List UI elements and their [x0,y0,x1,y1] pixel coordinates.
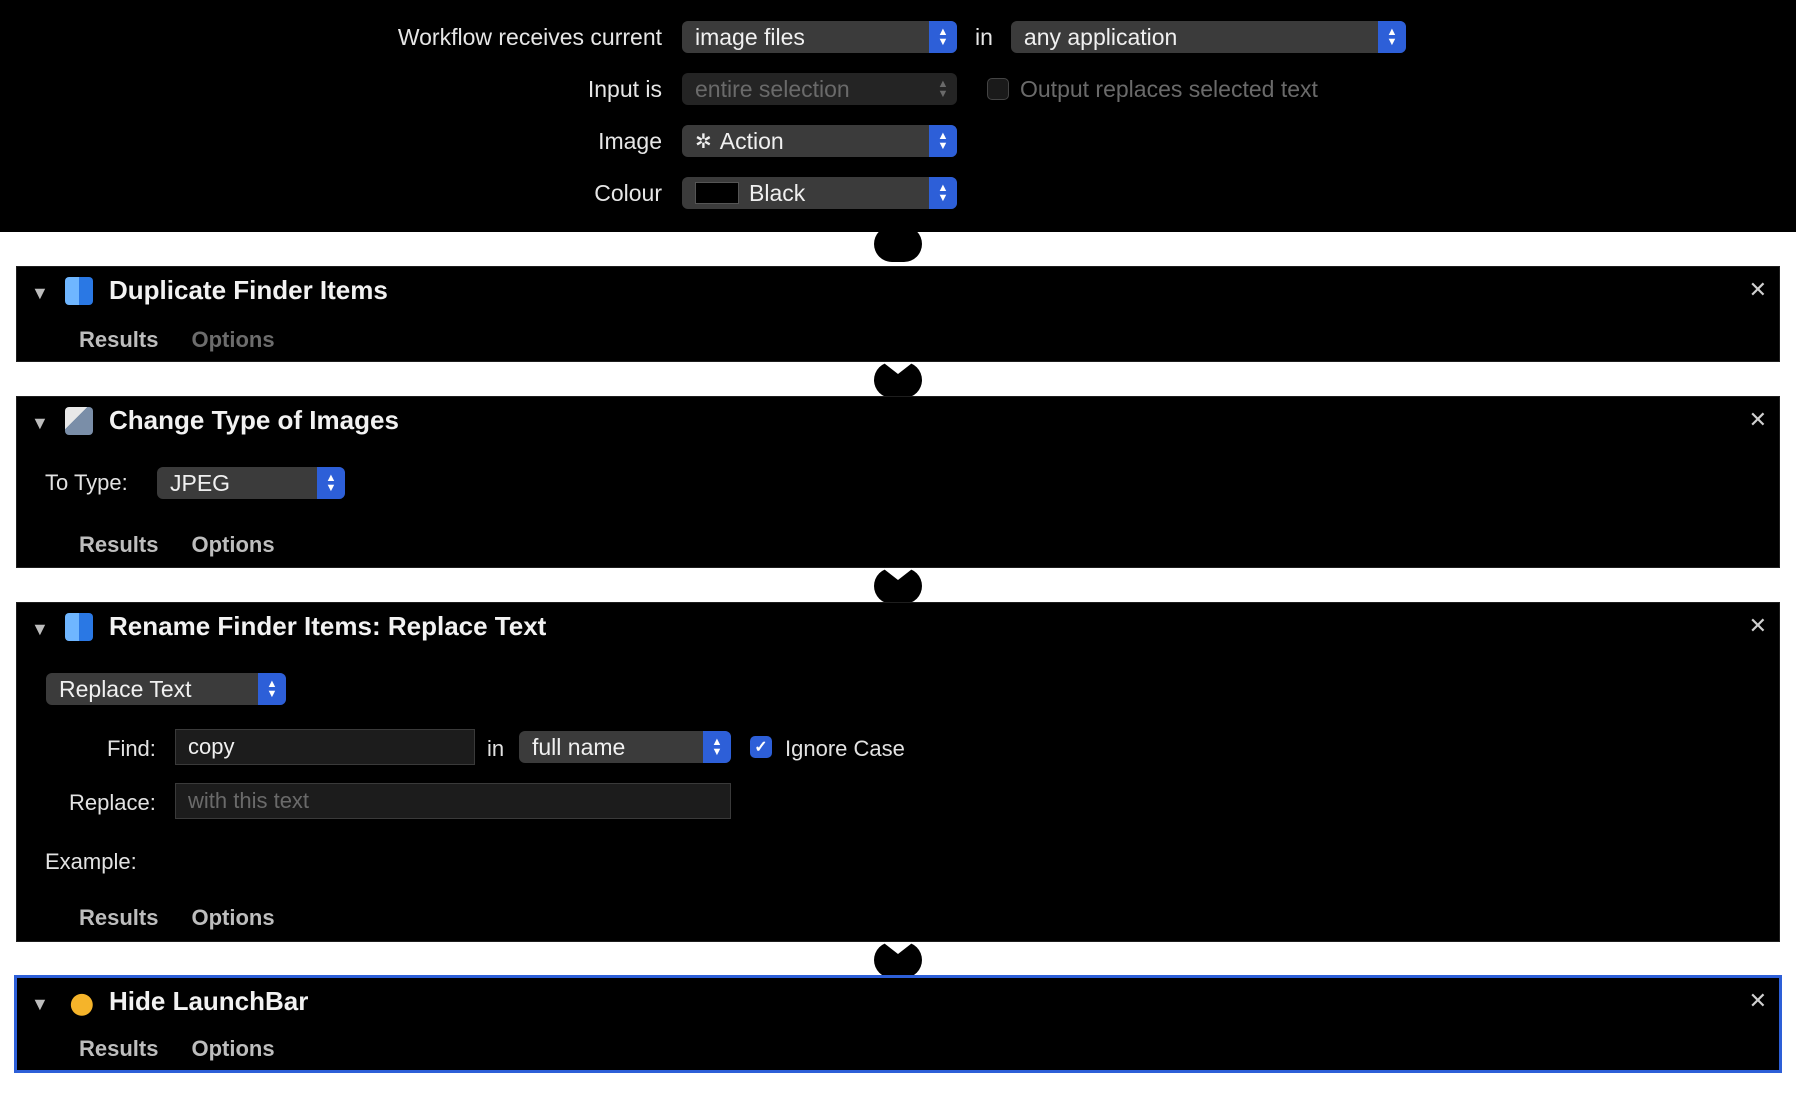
close-icon[interactable]: ✕ [1748,407,1767,432]
preview-icon [65,407,93,435]
colour-swatch [695,182,739,204]
popup-arrows-icon: ▲▼ [703,731,731,763]
colour-popup[interactable]: Black ▲▼ [682,177,957,209]
to-type-value: JPEG [170,469,231,496]
input-value: entire selection [695,75,850,102]
image-label: Image [598,127,662,154]
action-connector [874,566,922,604]
launchbar-icon [65,988,93,1016]
ignore-case-label: Ignore Case [785,736,905,761]
replace-input[interactable]: with this text [175,783,731,819]
image-row: Image ✲ Action ▲▼ [372,125,957,157]
find-label: Find: [107,736,156,761]
finder-icon [65,277,93,305]
results-tab[interactable]: Results [79,327,159,352]
image-value: Action [719,127,784,154]
example-label: Example: [45,849,137,874]
popup-arrows-icon: ▲▼ [317,467,345,499]
input-row: Input is entire selection ▲▼ Output repl… [372,73,1318,105]
action-title: Duplicate Finder Items [109,275,388,305]
receives-value: image files [695,23,805,50]
results-tab[interactable]: Results [79,532,159,557]
application-value: any application [1023,23,1178,50]
popup-arrows-icon: ▲▼ [258,673,286,705]
colour-row: Colour Black ▲▼ [372,177,957,209]
to-type-popup[interactable]: JPEG ▲▼ [157,467,345,499]
colour-value: Black [749,179,806,206]
scope-popup[interactable]: full name ▲▼ [519,731,731,763]
action-rename-finder-items[interactable]: ▼ Rename Finder Items: Replace Text ✕ Re… [16,602,1780,942]
close-icon[interactable]: ✕ [1748,277,1767,302]
gear-icon: ✲ [695,130,712,153]
action-duplicate-finder-items[interactable]: ▼ Duplicate Finder Items ✕ Results Optio… [16,266,1780,362]
popup-arrows-icon: ▲▼ [937,78,949,100]
disclosure-triangle-icon[interactable]: ▼ [31,413,49,433]
to-type-label: To Type: [45,470,128,495]
action-connector [874,226,922,262]
popup-arrows-icon: ▲▼ [929,125,957,157]
image-popup[interactable]: ✲ Action ▲▼ [682,125,957,157]
action-connector [874,360,922,398]
rename-mode-popup[interactable]: Replace Text ▲▼ [46,673,286,705]
colour-label: Colour [594,179,662,206]
input-label: Input is [587,75,662,102]
find-input[interactable]: copy [175,729,475,765]
action-title: Change Type of Images [109,405,399,435]
receives-popup[interactable]: image files ▲▼ [682,21,957,53]
workflow-header: Workflow receives current image files ▲▼… [0,0,1796,232]
disclosure-triangle-icon[interactable]: ▼ [31,994,49,1014]
scope-value: full name [532,733,626,760]
action-tabs: Results Options [79,1036,275,1062]
options-tab[interactable]: Options [191,532,275,557]
action-change-type-of-images[interactable]: ▼ Change Type of Images ✕ To Type: JPEG … [16,396,1780,568]
output-replaces-label: Output replaces selected text [1020,75,1318,102]
receives-row: Workflow receives current image files ▲▼… [372,21,1406,53]
disclosure-triangle-icon[interactable]: ▼ [31,283,49,303]
action-title: Hide LaunchBar [109,986,309,1016]
action-connector [874,940,922,978]
popup-arrows-icon: ▲▼ [929,177,957,209]
options-tab[interactable]: Options [191,327,275,352]
action-hide-launchbar[interactable]: ▼ Hide LaunchBar ✕ Results Options [14,975,1782,1073]
application-popup[interactable]: any application ▲▼ [1010,21,1406,53]
rename-mode-value: Replace Text [59,675,192,702]
receives-label: Workflow receives current [397,23,662,50]
action-tabs: Results Options [79,532,275,558]
action-title: Rename Finder Items: Replace Text [109,611,547,641]
options-tab[interactable]: Options [191,905,275,930]
results-tab[interactable]: Results [79,905,159,930]
ignore-case-checkbox[interactable]: ✓ [750,736,772,758]
replace-label: Replace: [69,790,156,815]
close-icon[interactable]: ✕ [1748,988,1767,1013]
action-tabs: Results Options [79,905,275,931]
output-replaces-checkbox [987,78,1009,100]
in-label: in [975,23,993,50]
close-icon[interactable]: ✕ [1748,613,1767,638]
input-popup: entire selection ▲▼ [682,73,957,105]
disclosure-triangle-icon[interactable]: ▼ [31,619,49,639]
finder-icon [65,613,93,641]
popup-arrows-icon: ▲▼ [1377,21,1406,53]
popup-arrows-icon: ▲▼ [929,21,957,53]
in-label: in [487,736,505,761]
options-tab[interactable]: Options [191,1036,275,1061]
action-tabs: Results Options [79,327,275,353]
results-tab[interactable]: Results [79,1036,159,1061]
